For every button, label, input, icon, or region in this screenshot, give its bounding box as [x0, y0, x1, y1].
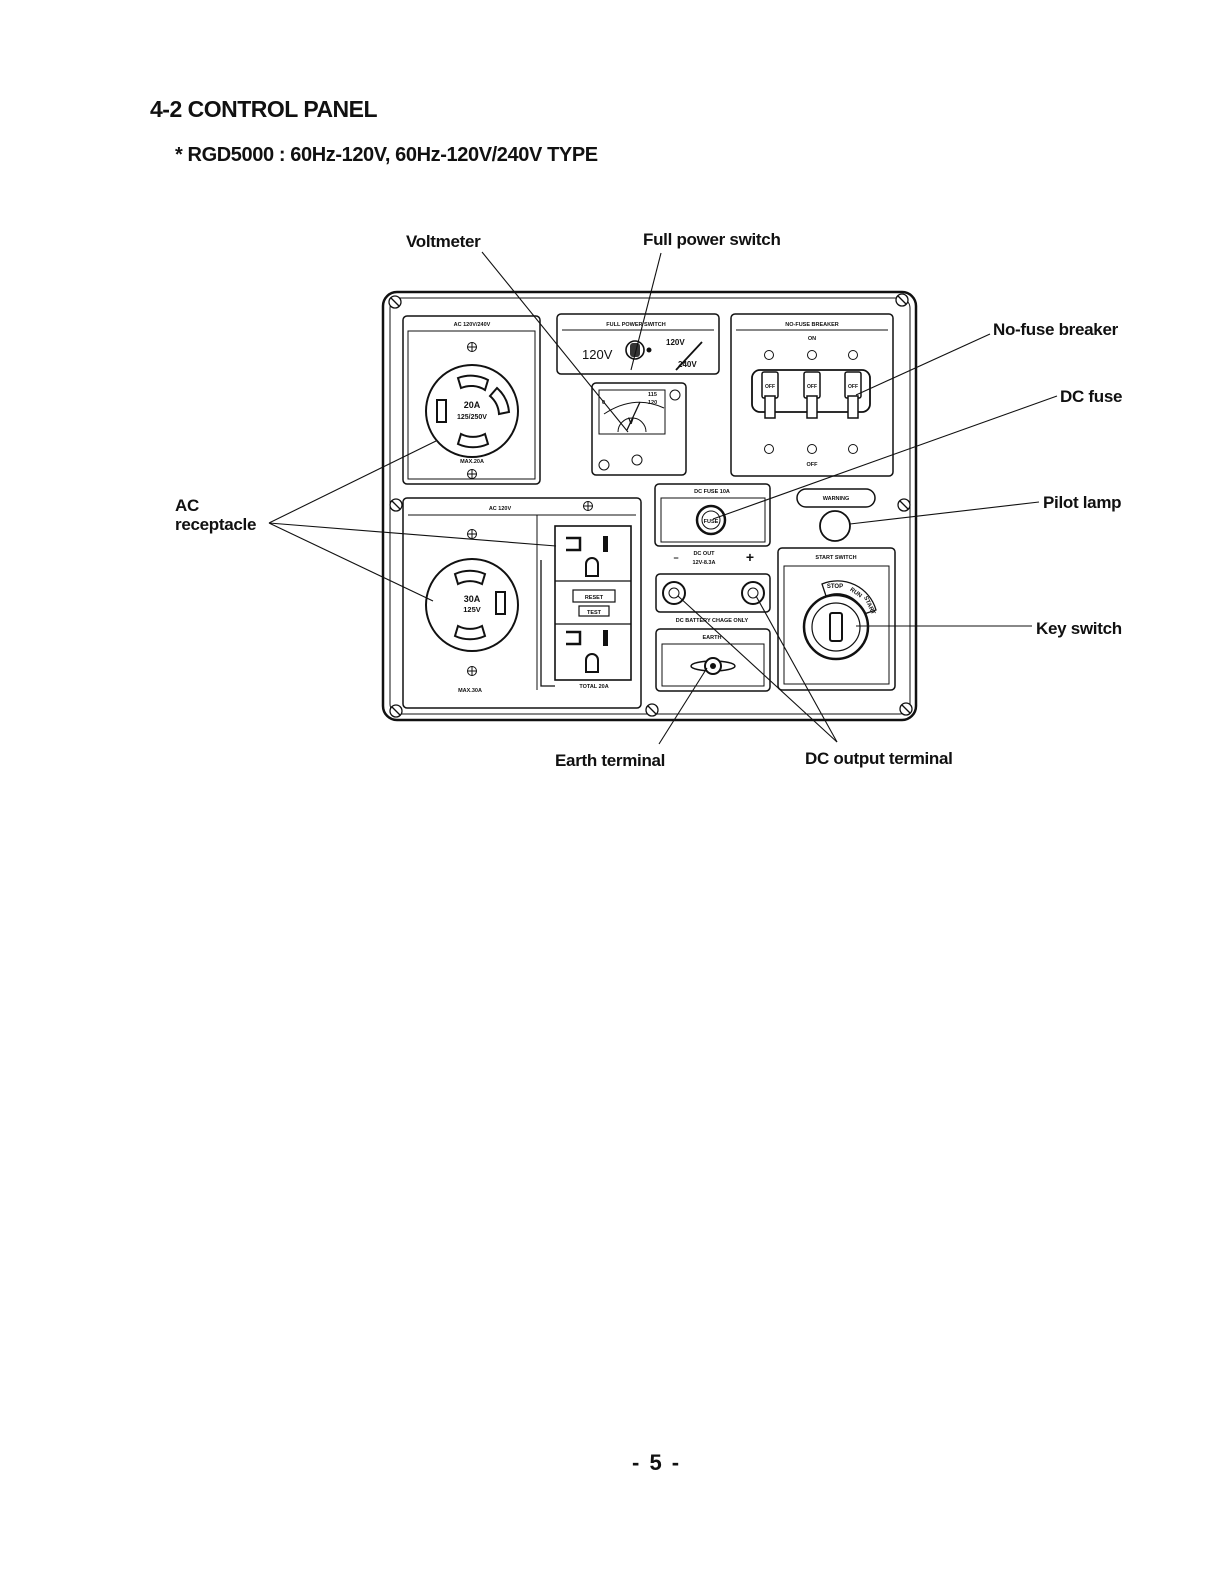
- callout-leader-lines: [268, 251, 1058, 745]
- gfci-reset-button[interactable]: [572, 589, 616, 603]
- earth-title: EARTH: [703, 635, 722, 641]
- switch-120v-240v-top: 120V: [666, 338, 685, 347]
- dc-battery-note: DC BATTERY CHAGE ONLY: [676, 618, 749, 624]
- dc-fuse-title: DC FUSE 10A: [694, 489, 730, 495]
- breaker-off-label: OFF: [807, 462, 819, 468]
- twist-lock-20a-receptacle: [425, 364, 519, 458]
- dc-fuse-cap[interactable]: [695, 504, 727, 536]
- ac-120-title: AC 120V: [489, 506, 512, 512]
- no-fuse-breaker-title: NO-FUSE BREAKER: [785, 322, 839, 328]
- full-power-switch-title: FULL POWER SWITCH: [606, 322, 666, 328]
- twist-lock-30a-max: MAX.30A: [458, 688, 482, 694]
- gfci-reset-label: RESET: [585, 595, 604, 601]
- callout-pilot-lamp: Pilot lamp: [1043, 493, 1122, 512]
- dc-output-box: DC OUT 12V-8.3A − + DC BATTERY CHAGE ONL…: [655, 549, 771, 624]
- callout-no-fuse-breaker: No-fuse breaker: [993, 320, 1118, 339]
- leader-voltmeter: [481, 251, 629, 433]
- ac-120-240-title: AC 120V/240V: [454, 322, 491, 328]
- page-number: - 5 -: [632, 1450, 682, 1475]
- model-subheading: * RGD5000 : 60Hz-120V, 60Hz-120V/240V TY…: [175, 144, 598, 166]
- voltmeter-unit: V: [628, 416, 634, 426]
- voltmeter-mark-115: 115: [648, 392, 657, 398]
- leader-pilot-lamp: [849, 501, 1040, 525]
- callout-dc-fuse: DC fuse: [1060, 387, 1123, 406]
- voltmeter-mark-120: 120: [648, 400, 657, 406]
- pilot-lamp: [819, 510, 851, 542]
- leader-earth-terminal: [658, 667, 708, 745]
- twist-lock-20a-rating: 20A: [464, 400, 481, 410]
- callout-key-switch: Key switch: [1036, 619, 1122, 638]
- panel-screws: [388, 293, 913, 718]
- breaker-toggle-2-label: OFF: [807, 384, 817, 390]
- breaker-toggle-2[interactable]: OFF: [803, 371, 821, 419]
- switch-120v-label: 120V: [582, 347, 613, 362]
- gfci-duplex-receptacle: RESET TEST TOTAL 20A: [540, 525, 632, 690]
- key-stop-label: STOP: [827, 584, 843, 590]
- start-switch-title: START SWITCH: [815, 555, 856, 561]
- twist-lock-30a-rating: 30A: [464, 594, 481, 604]
- warning-title: WARNING: [823, 496, 850, 502]
- dc-minus-sign: −: [673, 553, 678, 563]
- callout-earth-terminal: Earth terminal: [555, 751, 666, 770]
- dc-plus-sign: +: [746, 549, 754, 565]
- dc-out-rating: 12V-8.3A: [693, 560, 716, 566]
- breaker-toggle-1[interactable]: OFF: [761, 371, 779, 419]
- leader-dc-output-1: [677, 595, 838, 743]
- breaker-toggle-3[interactable]: OFF: [844, 371, 862, 419]
- leader-dc-output-2: [755, 595, 838, 743]
- breaker-on-label: ON: [808, 336, 816, 342]
- full-power-switch-box: FULL POWER SWITCH 120V 120V 240V: [556, 313, 720, 375]
- gfci-total-label: TOTAL 20A: [579, 684, 608, 690]
- pilot-lamp-area: WARNING: [796, 488, 876, 542]
- callout-voltmeter: Voltmeter: [406, 232, 481, 251]
- callout-ac-receptacle-line2: receptacle: [175, 515, 257, 534]
- leader-no-fuse-breaker: [855, 333, 991, 396]
- dc-positive-terminal[interactable]: [741, 581, 765, 605]
- twist-lock-30a-receptacle: [425, 558, 519, 652]
- twist-lock-20a-max: MAX.20A: [460, 459, 484, 465]
- breaker-toggle-3-label: OFF: [848, 384, 858, 390]
- leader-ac-receptacle-2: [268, 522, 557, 547]
- leader-ac-receptacle-1: [268, 440, 437, 524]
- start-switch-box: START SWITCH STOP RUN START: [777, 547, 896, 691]
- breaker-toggle-1-label: OFF: [765, 384, 775, 390]
- dc-fuse-cap-label: FUSE: [704, 519, 719, 525]
- leader-ac-receptacle-3: [268, 522, 434, 602]
- switch-120v-240v-bottom: 240V: [678, 360, 697, 369]
- gfci-test-button[interactable]: [578, 605, 610, 617]
- gfci-test-label: TEST: [587, 610, 602, 616]
- twist-lock-30a-voltage: 125V: [463, 605, 481, 614]
- voltmeter-zero: 0: [602, 400, 605, 406]
- callout-ac-receptacle-line1: AC: [175, 496, 199, 515]
- callout-dc-output-terminal: DC output terminal: [805, 749, 953, 768]
- ac-120-receptacle-box: AC 120V 30A 125V MAX.30A RESET TEST TOTA: [402, 497, 642, 709]
- earth-terminal-box: EARTH: [655, 628, 771, 692]
- dc-negative-terminal[interactable]: [662, 581, 686, 605]
- twist-lock-20a-voltage: 125/250V: [457, 414, 487, 421]
- no-fuse-breaker-box: NO-FUSE BREAKER ON OFF OFF OFF OFF: [730, 313, 894, 477]
- section-heading: 4-2 CONTROL PANEL: [150, 96, 378, 122]
- dc-out-title: DC OUT: [693, 551, 715, 557]
- voltmeter-gauge: 0 115 120 V: [591, 382, 687, 476]
- callout-full-power-switch: Full power switch: [643, 230, 781, 249]
- leader-full-power-switch: [630, 252, 662, 371]
- ac-120-240-receptacle-box: AC 120V/240V 20A 125/250V MAX.20A: [402, 315, 541, 485]
- leader-dc-fuse: [712, 395, 1058, 520]
- dc-fuse-box: DC FUSE 10A FUSE: [654, 483, 771, 547]
